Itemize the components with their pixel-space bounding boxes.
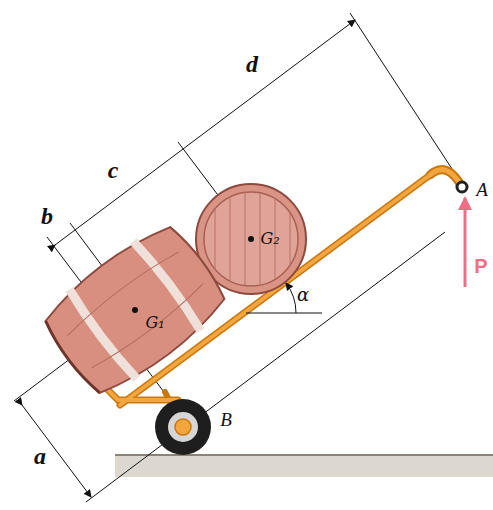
dimension-label: b xyxy=(41,203,53,230)
dimension-label: c xyxy=(108,157,119,184)
point-label: B xyxy=(220,409,232,431)
force-label: P xyxy=(474,255,487,278)
angle-label: α xyxy=(297,284,309,305)
barrel-g1 xyxy=(35,215,235,404)
dimension-lines xyxy=(14,13,456,502)
dimension-label: a xyxy=(34,443,46,470)
wheel-b xyxy=(155,399,211,455)
centroid-label: G₂ xyxy=(260,229,279,248)
point-label: A xyxy=(476,179,488,201)
angle-marker xyxy=(246,283,322,313)
force-arrow xyxy=(464,198,467,287)
point-a xyxy=(457,182,467,192)
dimension-label: d xyxy=(246,51,258,78)
centroid-label: G₁ xyxy=(145,313,164,332)
ground xyxy=(115,455,493,477)
